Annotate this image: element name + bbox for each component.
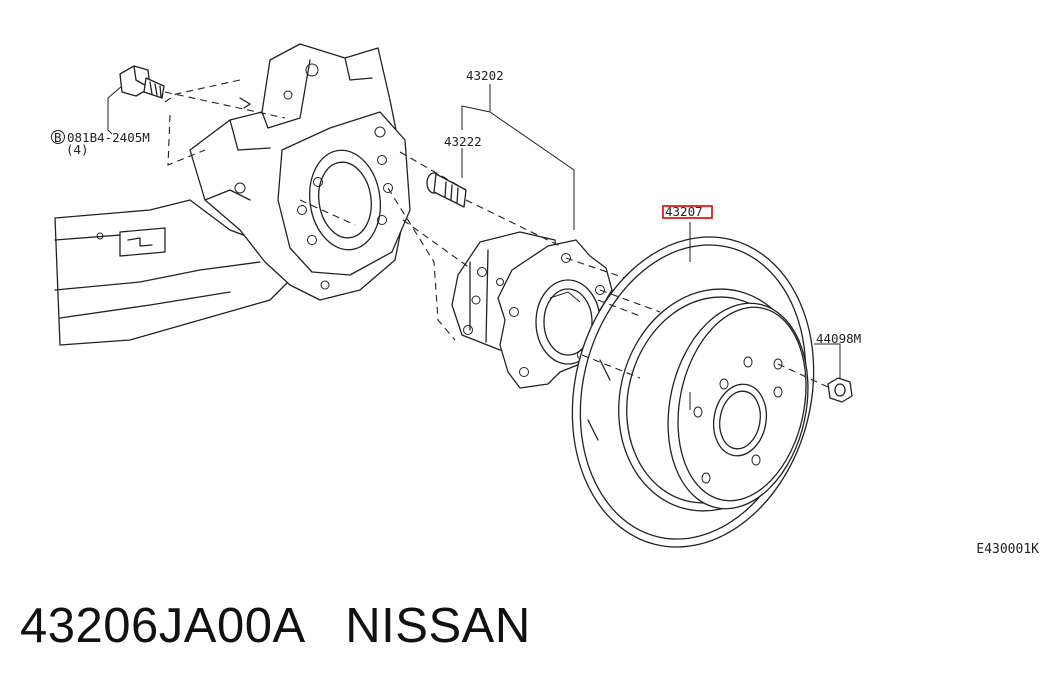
assembly-lines: [164, 79, 831, 389]
hub-assembly-label: 43202: [466, 68, 504, 83]
wheel-nut: [827, 377, 853, 403]
bolt-prefix-label: B: [54, 130, 62, 145]
rotor-callout: 43207: [662, 204, 713, 219]
brake-rotor: [571, 236, 815, 548]
leader-lines: [107, 84, 841, 410]
drawing-code: E430001K: [976, 542, 1039, 557]
hub-bolt: [426, 172, 467, 208]
rotor-highlight-box: [662, 205, 713, 219]
rotor-label: 43207: [665, 204, 703, 219]
suspension-knuckle: [54, 43, 411, 346]
part-number: 43206JA00A: [20, 599, 303, 653]
part-caption: 43206JA00A NISSAN: [20, 598, 531, 654]
mounting-bolt: [119, 65, 165, 99]
bolt-qty-label: (4): [66, 142, 89, 157]
bolt-callout: B 081B4-2405M (4): [51, 130, 150, 157]
brand-name: NISSAN: [345, 599, 531, 653]
hub-bolt-label: 43222: [444, 134, 482, 149]
bolt-code-label: 081B4-2405M: [67, 130, 150, 145]
nut-label: 44098M: [816, 331, 861, 346]
